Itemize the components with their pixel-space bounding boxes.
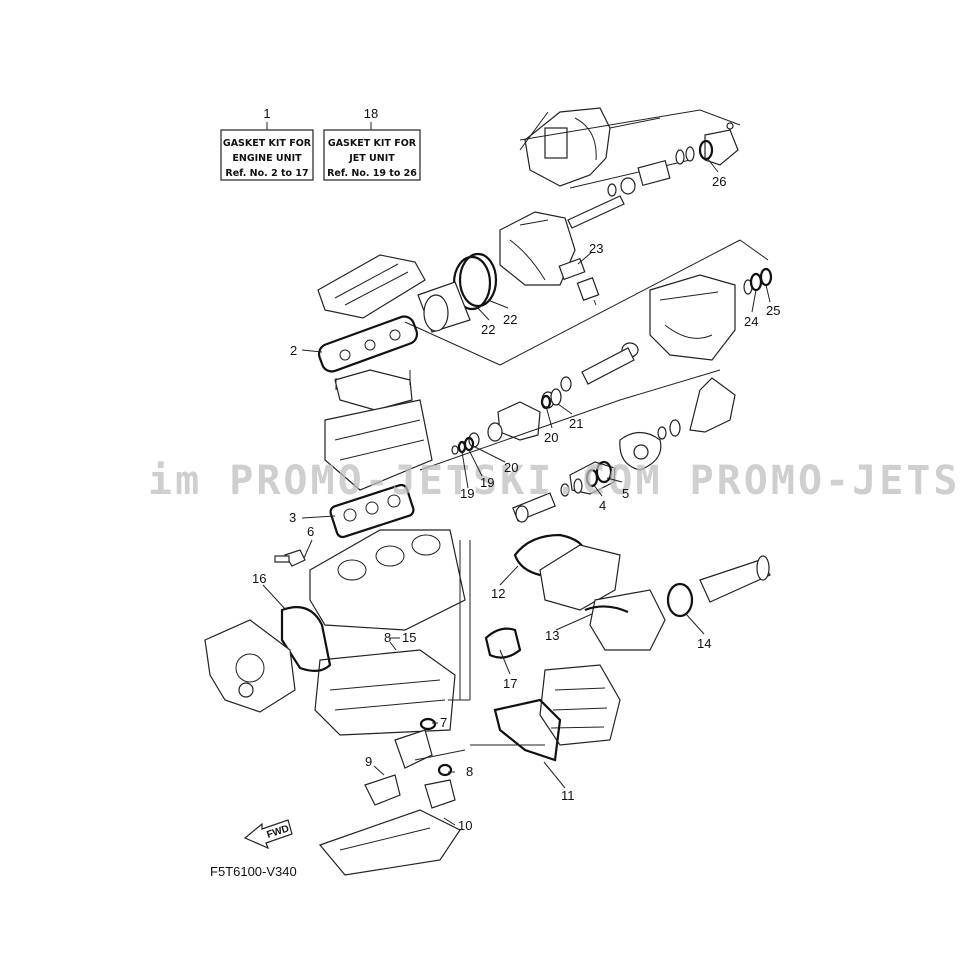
seal-24 xyxy=(749,272,763,292)
callout-6: 6 xyxy=(307,524,314,539)
impeller-housing xyxy=(404,211,769,366)
callout-17: 17 xyxy=(503,676,517,691)
callout-19a: 19 xyxy=(460,486,474,501)
head-cover-gasket-2 xyxy=(317,315,419,373)
callout-26: 26 xyxy=(712,174,726,189)
callout-7: 7 xyxy=(440,715,447,730)
callout-16: 16 xyxy=(252,571,266,586)
kit-jet-line1: GASKET KIT FOR xyxy=(328,138,417,149)
kit-engine-line1: GASKET KIT FOR xyxy=(223,138,312,149)
gasket-17 xyxy=(484,627,522,659)
callout-21: 21 xyxy=(569,416,583,431)
reference-brackets xyxy=(414,540,545,761)
o-ring-7 xyxy=(419,717,437,731)
impeller-vanes xyxy=(689,377,736,433)
callout-8b: 8 xyxy=(466,764,473,779)
callout-25: 25 xyxy=(766,303,780,318)
exhaust-manifold xyxy=(513,533,771,651)
kit-box-engine: 1 GASKET KIT FOR ENGINE UNIT Ref. No. 2 … xyxy=(220,106,314,181)
fwd-arrow: FWD xyxy=(243,819,293,850)
kit-ref-jet: 18 xyxy=(364,106,378,121)
seal-25 xyxy=(759,267,773,287)
callout-20a: 20 xyxy=(504,460,518,475)
lower-oil-pan xyxy=(318,809,461,876)
callout-22b: 22 xyxy=(503,312,517,327)
intake-housing xyxy=(540,267,773,410)
callout-8a: 8 xyxy=(384,630,391,645)
watermark-text: im PROMO-JETSKI.COM PROMO-JETS xyxy=(148,458,960,504)
cylinder-block xyxy=(274,529,466,736)
exhaust-gasket-14 xyxy=(666,582,694,618)
o-ring-4 xyxy=(585,468,599,488)
kit-engine-line2: ENGINE UNIT xyxy=(232,153,302,164)
callouts: 2 3 4 5 6 7 8 8 9 10 11 12 13 14 15 16 1 xyxy=(252,158,780,833)
side-cover xyxy=(204,606,332,713)
oil-pump-assembly xyxy=(318,717,461,876)
callout-14: 14 xyxy=(697,636,711,651)
o-ring-26 xyxy=(698,139,714,161)
crankcase xyxy=(314,649,456,736)
callout-19b: 19 xyxy=(480,475,494,490)
exhaust-gasket-13 xyxy=(584,605,629,614)
seal-ring-22a xyxy=(458,252,498,308)
callout-23: 23 xyxy=(589,241,603,256)
oil-pan-gasket-11 xyxy=(493,698,562,762)
kit-engine-line3: Ref. No. 2 to 17 xyxy=(225,168,308,179)
jet-nozzle-assembly xyxy=(519,107,741,229)
cylinder-head xyxy=(324,369,433,539)
callout-12: 12 xyxy=(491,586,505,601)
callout-15: 15 xyxy=(402,630,416,645)
kit-box-jet: 18 GASKET KIT FOR JET UNIT Ref. No. 19 t… xyxy=(323,106,421,181)
callout-10: 10 xyxy=(458,818,472,833)
callout-20b: 20 xyxy=(544,430,558,445)
bearing-21 xyxy=(550,388,562,406)
callout-5: 5 xyxy=(622,486,629,501)
callout-2: 2 xyxy=(290,343,297,358)
kit-jet-line3: Ref. No. 19 to 26 xyxy=(327,168,417,179)
valve-cover xyxy=(317,254,426,373)
oil-seal-20a xyxy=(540,394,552,410)
oil-pan xyxy=(493,664,621,762)
figure-code: F5T6100-V340 xyxy=(210,864,297,879)
callout-24: 24 xyxy=(744,314,758,329)
callout-13: 13 xyxy=(545,628,559,643)
o-ring-8 xyxy=(437,763,453,777)
callout-22a: 22 xyxy=(481,322,495,337)
callout-9: 9 xyxy=(365,754,372,769)
callout-4: 4 xyxy=(599,498,606,513)
o-ring-19a xyxy=(457,440,467,454)
kit-ref-engine: 1 xyxy=(263,106,270,121)
oil-seal-5 xyxy=(595,460,613,484)
driveline-row xyxy=(419,369,736,523)
cover-gasket-16 xyxy=(280,606,332,672)
cylinder-head-gasket-3 xyxy=(329,483,415,539)
callout-3: 3 xyxy=(289,510,296,525)
callout-11: 11 xyxy=(561,788,575,803)
kit-jet-line2: JET UNIT xyxy=(348,153,395,164)
